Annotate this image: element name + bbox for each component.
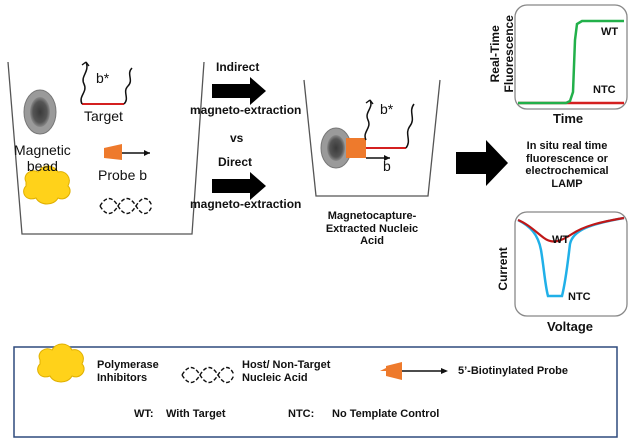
detection-arrow xyxy=(456,140,508,186)
probe-b-icon xyxy=(104,144,150,160)
fluorescence-ntc-label: NTC xyxy=(593,84,616,96)
current-ntc-curve xyxy=(517,216,625,298)
direct-extraction-label: magneto-extraction xyxy=(190,197,302,211)
legend-wt-abbr: WT: xyxy=(134,408,154,420)
detection-text: In situ real time fluorescence or electr… xyxy=(525,140,609,190)
fluorescence-wt-curve xyxy=(518,19,624,105)
vs-label: vs xyxy=(230,131,244,145)
indirect-label: Indirect xyxy=(216,60,260,74)
legend-ntc-abbr: NTC: xyxy=(288,408,315,420)
indirect-extraction-label: magneto-extraction xyxy=(190,103,302,117)
extracted-caption: Magnetocapture- Extracted Nucleic Acid xyxy=(325,210,419,248)
captured-b-star-label: b* xyxy=(380,101,394,117)
fluorescence-ylabel: Real-Time Fluorescence xyxy=(488,15,516,93)
current-xlabel: Voltage xyxy=(547,319,593,334)
current-ntc-label: NTC xyxy=(568,291,591,303)
extracted-sample-cup xyxy=(303,79,441,197)
direct-extraction-arrow xyxy=(212,172,266,200)
target-label: Target xyxy=(84,108,123,124)
legend-wt-desc: With Target xyxy=(166,408,226,420)
magnetic-bead-label: Magnetic bead xyxy=(14,142,71,175)
captured-probe-icon xyxy=(346,138,366,158)
indirect-extraction-arrow xyxy=(212,77,266,105)
legend-host-nucleic-acid-icon xyxy=(181,366,235,384)
left-sample-cup xyxy=(7,61,205,235)
legend-inhibitors-label: Polymerase Inhibitors xyxy=(97,359,159,384)
legend-ntc-desc: No Template Control xyxy=(332,408,440,420)
legend-probe-label: 5’-Biotinylated Probe xyxy=(458,365,569,377)
legend-box xyxy=(13,346,618,438)
host-nucleic-acid-icon xyxy=(99,197,153,215)
captured-b-label: b xyxy=(383,158,391,174)
current-ylabel: Current xyxy=(495,247,510,291)
legend-inhibitor-icon xyxy=(37,343,85,383)
legend-probe-icon xyxy=(380,362,448,380)
current-wt-label: WT xyxy=(552,234,570,246)
fluorescence-plot-frame xyxy=(514,4,628,110)
fluorescence-xlabel: Time xyxy=(553,111,584,126)
polymerase-inhibitor-icon xyxy=(23,165,71,205)
b-star-label: b* xyxy=(96,70,110,86)
current-wt-curve xyxy=(517,216,625,243)
probe-b-label: Probe b xyxy=(98,167,148,183)
direct-label: Direct xyxy=(218,155,253,169)
fluorescence-wt-label: WT xyxy=(601,26,619,38)
legend-host-label: Host/ Non-Target Nucleic Acid xyxy=(242,359,331,384)
